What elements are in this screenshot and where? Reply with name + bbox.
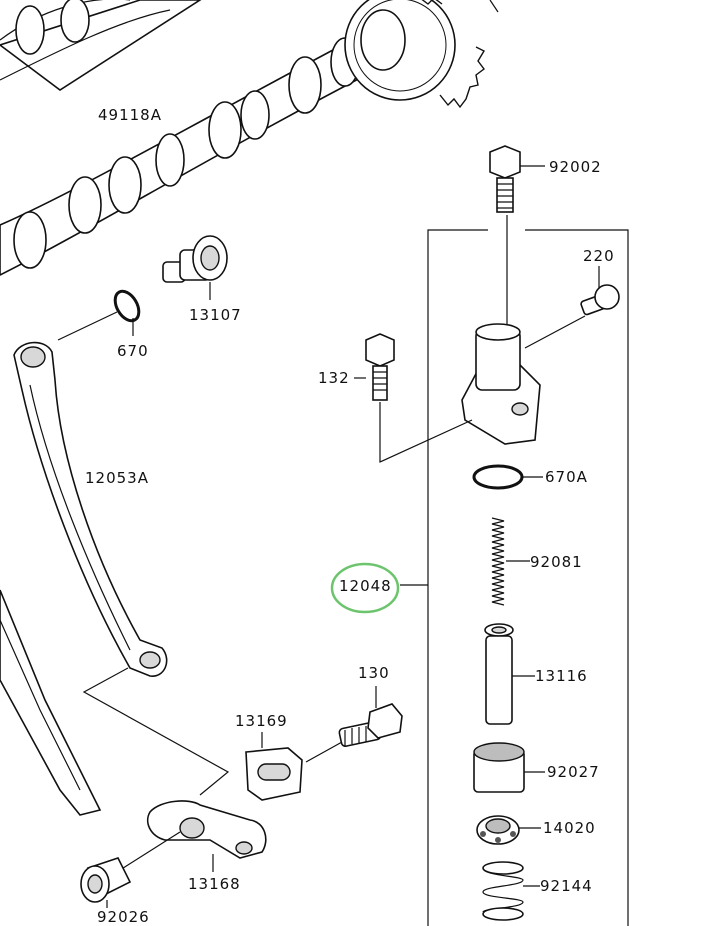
spring-92144 [482,861,524,921]
label-14020: 14020 [543,819,596,837]
bearing-14020 [476,815,520,845]
label-92002: 92002 [549,158,602,176]
label-12048: 12048 [339,577,392,595]
oring-670a [472,464,524,490]
label-13116: 13116 [535,667,588,685]
label-132: 132 [318,369,350,387]
oring-670 [113,289,141,323]
label-92027: 92027 [547,763,600,781]
label-130: 130 [358,664,390,682]
label-92081: 92081 [530,553,583,571]
label-92144: 92144 [540,877,593,895]
collar-92027 [473,742,525,793]
pin-13107 [162,235,228,283]
label-49118a: 49118A [98,106,162,124]
highlight-circle [330,562,400,614]
bolt-92002 [489,145,521,213]
label-92026: 92026 [97,908,150,926]
chain-guide-left [0,589,102,816]
bolt-130 [338,703,403,748]
label-13107: 13107 [189,306,242,324]
chain-guide-12053a [13,341,168,677]
rod-13116 [484,623,514,725]
label-220: 220 [583,247,615,265]
camshaft [0,0,499,276]
assembly-bracket [400,229,629,926]
spring-92081 [491,517,505,606]
label-13168: 13168 [188,875,241,893]
lever-13168 [146,800,267,859]
plate-13169 [245,747,303,801]
bushing-92026 [80,857,132,903]
label-670: 670 [117,342,149,360]
screw-220 [580,284,620,316]
label-670a: 670A [545,468,588,486]
label-12053a: 12053A [85,469,149,487]
tensioner-body [461,323,541,445]
bolt-132 [365,333,395,401]
label-13169: 13169 [235,712,288,730]
